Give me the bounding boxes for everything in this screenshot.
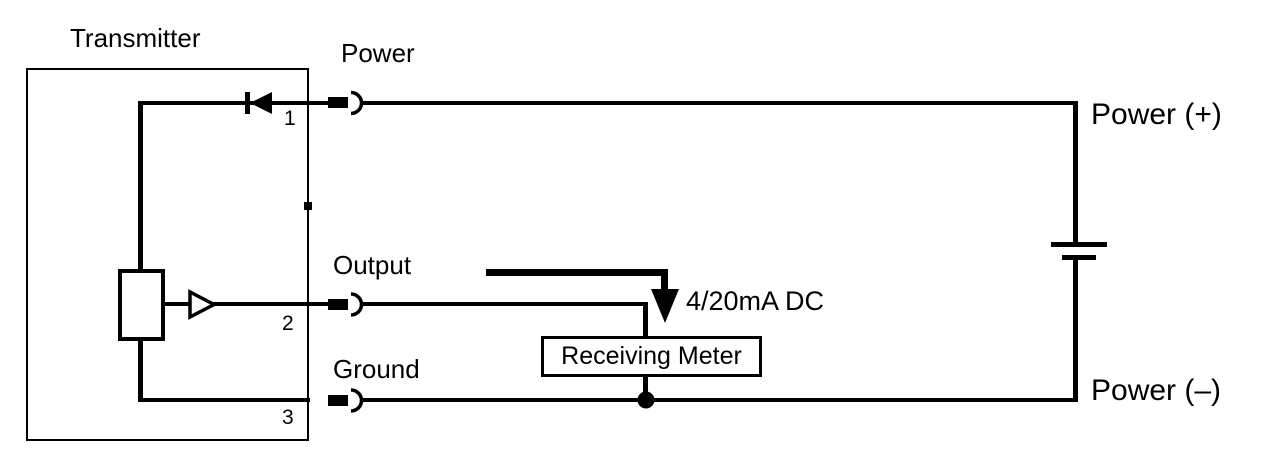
- wire-ground-outer: [362, 398, 1078, 402]
- current-flow-arrow-icon: [486, 269, 679, 323]
- amplifier-icon: [188, 289, 218, 320]
- wire-inner-vertical-top: [138, 101, 143, 271]
- terminal-number-1: 1: [284, 107, 296, 130]
- battery-plate-short: [1062, 255, 1096, 260]
- signal-label: 4/20mA DC: [686, 286, 825, 316]
- transmitter-label: Transmitter: [70, 23, 201, 53]
- terminal-lug-3: [328, 395, 348, 406]
- terminal-number-3: 3: [282, 406, 294, 429]
- power-positive-label: Power (+): [1091, 98, 1222, 131]
- ground-terminal-label: Ground: [333, 354, 420, 384]
- wire-power-inner: [138, 101, 332, 105]
- terminal-socket-1: [350, 90, 364, 116]
- wire-inner-vertical-bottom: [138, 333, 143, 402]
- wire-output-drop-to-meter: [643, 304, 648, 338]
- wire-output-inner: [211, 302, 332, 306]
- power-terminal-label: Power: [341, 38, 415, 68]
- receiving-meter-box: Receiving Meter: [541, 336, 762, 377]
- junction-dot: [637, 391, 655, 409]
- output-terminal-label: Output: [333, 250, 412, 280]
- wire-output-resistor-to-amp: [157, 302, 193, 306]
- power-negative-label: Power (–): [1091, 374, 1222, 407]
- battery-plate-long: [1051, 242, 1107, 247]
- wire-output-outer: [362, 302, 648, 306]
- diode-icon: [245, 92, 272, 114]
- wire-supply-vertical-bottom: [1073, 260, 1078, 402]
- wire-supply-vertical-top: [1073, 101, 1078, 245]
- transmitter-box: [26, 68, 309, 441]
- terminal-socket-3: [350, 388, 364, 413]
- wire-power-outer: [362, 101, 1078, 105]
- box-edge-tick: [304, 202, 312, 210]
- resistor-symbol: [118, 269, 165, 341]
- wire-meter-to-ground: [643, 369, 648, 400]
- terminal-number-2: 2: [282, 312, 294, 335]
- wire-ground-inner: [138, 398, 310, 402]
- terminal-lug-1: [328, 97, 348, 108]
- terminal-socket-2: [350, 292, 364, 317]
- receiving-meter-label: Receiving Meter: [561, 342, 742, 370]
- terminal-lug-2: [328, 299, 348, 310]
